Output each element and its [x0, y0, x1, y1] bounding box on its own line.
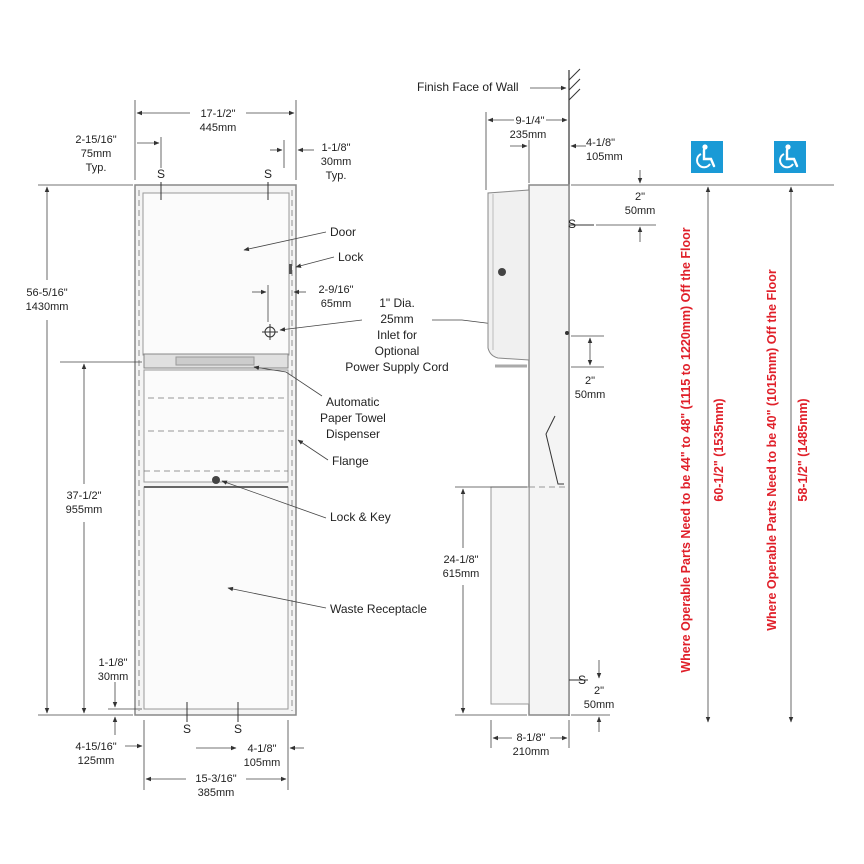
front-lock-offset-mm: 65mm [321, 298, 352, 310]
label-auto-3: Dispenser [326, 427, 380, 441]
label-waste-receptacle: Waste Receptacle [330, 602, 427, 616]
ada-note-2: Where Operable Parts Need to be 40" (101… [765, 269, 779, 631]
side-inlet-gap-mm: 50mm [575, 389, 606, 401]
front-height-lower: 37-1/2" [66, 490, 101, 502]
label-inlet-1: 1" Dia. [379, 296, 415, 310]
door-panel [142, 192, 290, 356]
lock-and-key-icon [212, 476, 220, 484]
front-lock-offset: 2-9/16" [318, 284, 353, 296]
front-left-offset: 2-15/16" [75, 134, 116, 146]
front-view: 17-1/2" 445mm 2-15/16" 75mm Typ. 1-1/8" … [26, 100, 354, 799]
side-bin-height-mm: 615mm [443, 568, 480, 580]
label-door: Door [330, 225, 356, 239]
s-mark: S [183, 722, 191, 736]
label-inlet-2: 25mm [380, 312, 413, 326]
inlet-crosshair-icon [262, 324, 278, 340]
side-bottom-gap: 2" [594, 685, 604, 697]
front-width-bottom: 15-3/16" [195, 773, 236, 785]
front-bottom-gap: 1-1/8" [99, 657, 128, 669]
front-width-top: 17-1/2" [200, 108, 235, 120]
s-mark: S [264, 167, 272, 181]
side-top-gap: 2" [635, 191, 645, 203]
label-lock-key: Lock & Key [330, 510, 391, 524]
front-left-offset-typ: Typ. [86, 162, 107, 174]
wheelchair-accessibility-icon [772, 139, 808, 175]
side-top-gap-mm: 50mm [625, 205, 656, 217]
ada-note-1: Where Operable Parts Need to be 44" to 4… [679, 227, 693, 672]
label-finish-face-wall: Finish Face of Wall [417, 80, 519, 94]
side-depth-bottom-mm: 210mm [513, 746, 550, 758]
front-bottom-gap-mm: 30mm [98, 671, 129, 683]
ada-height-1: 60-1/2" (1535mm) [712, 398, 726, 501]
side-depth-top-mm: 235mm [510, 129, 547, 141]
side-waste-bin [490, 486, 530, 705]
ada-height-2: 58-1/2" (1485mm) [796, 398, 810, 501]
side-body [528, 184, 570, 716]
door-lock-icon [289, 264, 292, 274]
label-auto-2: Paper Towel [320, 411, 386, 425]
label-inlet-4: Optional [375, 344, 420, 358]
waste-receptacle-panel [143, 486, 289, 710]
front-width-bottom-mm: 385mm [198, 787, 235, 799]
front-right-offset-typ: Typ. [326, 170, 347, 182]
s-mark: S [568, 217, 576, 231]
front-height-total: 56-5/16" [26, 287, 67, 299]
front-right-bottom: 4-1/8" [248, 743, 277, 755]
front-right-offset-mm: 30mm [321, 156, 352, 168]
s-mark: S [157, 167, 165, 181]
label-inlet-3: Inlet for [377, 328, 417, 342]
front-left-bottom-mm: 125mm [78, 755, 115, 767]
s-mark: S [578, 673, 586, 687]
label-flange: Flange [332, 454, 369, 468]
side-bin-height: 24-1/8" [443, 554, 478, 566]
middle-panel [143, 369, 289, 483]
side-bottom-gap-mm: 50mm [584, 699, 615, 711]
label-auto-1: Automatic [326, 395, 379, 409]
front-left-bottom: 4-15/16" [75, 741, 116, 753]
ada-section: Where Operable Parts Need to be 44" to 4… [679, 139, 810, 723]
side-dispenser-housing [487, 189, 530, 361]
side-inlet-gap: 2" [585, 375, 595, 387]
front-width-top-mm: 445mm [200, 122, 237, 134]
wall-hatch-icon [568, 68, 581, 101]
side-view: Finish Face of Wall 9-1/4" 235mm 4-1/8" … [417, 68, 834, 758]
front-right-bottom-mm: 105mm [244, 757, 281, 769]
label-lock: Lock [338, 250, 364, 264]
s-mark: S [234, 722, 242, 736]
side-depth-top: 9-1/4" [516, 115, 545, 127]
side-wall-offset: 4-1/8" [586, 137, 615, 149]
label-inlet-5: Power Supply Cord [345, 360, 448, 374]
side-chute [545, 415, 564, 485]
side-wall-offset-mm: 105mm [586, 151, 623, 163]
callouts: Door Lock 1" Dia. 25mm Inlet for Optiona… [221, 225, 567, 616]
front-height-total-mm: 1430mm [26, 301, 69, 313]
front-left-offset-mm: 75mm [81, 148, 112, 160]
wheelchair-accessibility-icon [689, 139, 725, 175]
side-depth-bottom: 8-1/8" [517, 732, 546, 744]
front-height-lower-mm: 955mm [66, 504, 103, 516]
front-right-offset: 1-1/8" [322, 142, 351, 154]
side-lock-icon [498, 268, 506, 276]
